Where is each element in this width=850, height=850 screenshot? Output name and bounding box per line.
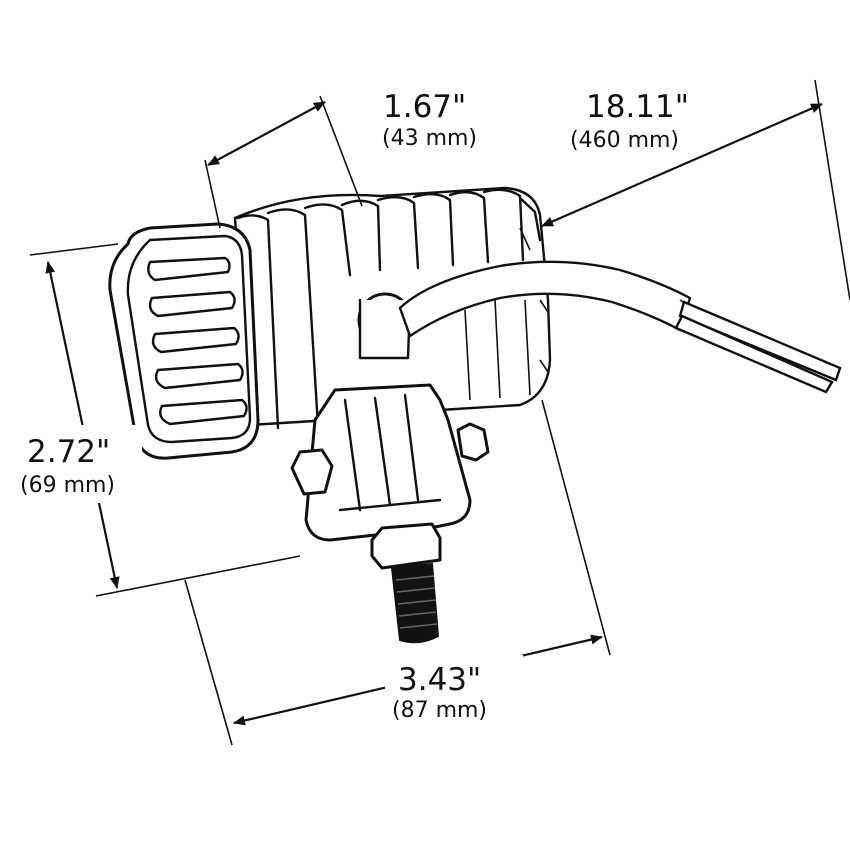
height-metric: (69 mm) xyxy=(20,473,115,498)
cable-metric: (460 mm) xyxy=(570,128,679,153)
mounting-bracket xyxy=(290,383,490,570)
cooling-fins xyxy=(236,188,549,430)
light-housing xyxy=(108,186,552,644)
dimension-depth: 1.67" (43 mm) xyxy=(204,89,477,229)
width-imperial: 3.43" xyxy=(398,662,481,698)
height-imperial: 2.72" xyxy=(27,434,110,470)
dimension-height: 2.72" (69 mm) xyxy=(20,243,301,597)
cable-imperial: 18.11" xyxy=(586,89,689,125)
threaded-stud xyxy=(390,562,440,644)
depth-imperial: 1.67" xyxy=(383,89,466,125)
front-lens-fins xyxy=(147,256,248,426)
power-cable xyxy=(398,260,842,394)
dimension-width: 3.43" (87 mm) xyxy=(184,399,611,746)
depth-metric: (43 mm) xyxy=(382,126,477,151)
dimension-cable: 18.11" (460 mm) xyxy=(519,79,850,301)
width-metric: (87 mm) xyxy=(392,698,487,723)
